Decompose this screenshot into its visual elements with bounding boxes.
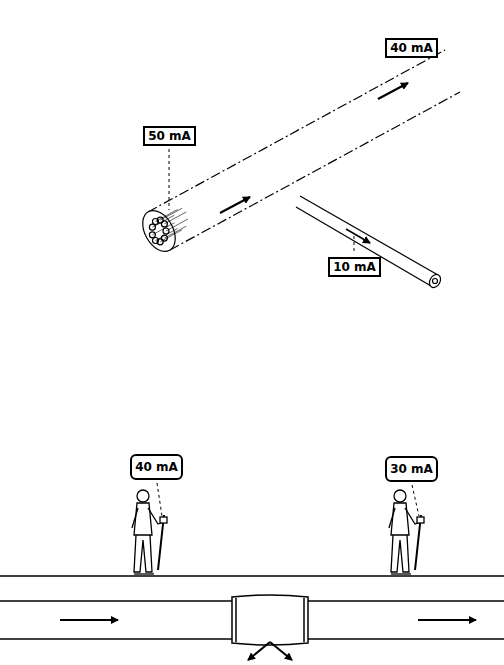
leader-line [169, 149, 354, 254]
ground-line [0, 575, 504, 577]
current-reading: 40 mA [390, 42, 433, 54]
current-reading: 50 mA [148, 130, 191, 142]
callout-box: 40 mA [385, 38, 438, 58]
leader-line [157, 483, 419, 516]
current-arrow [60, 619, 476, 621]
callout-box: 50 mA [143, 126, 196, 146]
operator-figure [132, 490, 424, 574]
main-cable [136, 50, 460, 257]
callout-box: 30 mA [385, 456, 438, 482]
current-arrow [220, 83, 408, 243]
current-reading: 30 mA [390, 463, 433, 475]
current-reading: 40 mA [135, 461, 178, 473]
callout-box: 40 mA [130, 454, 183, 480]
current-reading: 10 mA [333, 261, 376, 273]
branch-cable [296, 196, 443, 290]
buried-cable [0, 595, 504, 645]
callout-box: 10 mA [328, 257, 381, 277]
fault-leak-arrow [248, 642, 292, 660]
